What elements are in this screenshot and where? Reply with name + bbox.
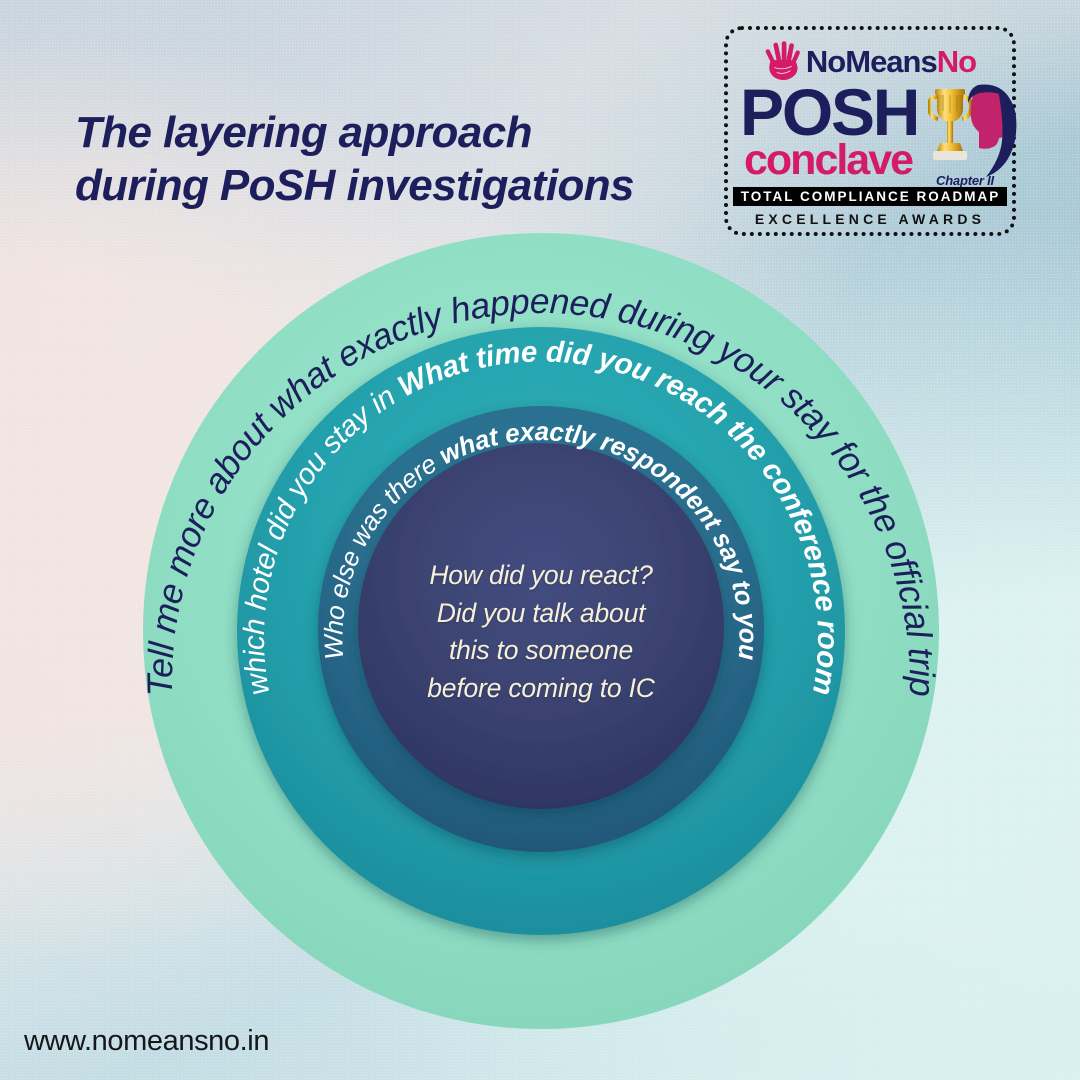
ring-center-shape: [358, 443, 724, 809]
center-line-4: before coming to IC: [427, 672, 655, 703]
center-question-block: How did you react? Did you talk about th…: [391, 557, 691, 708]
page-title-line-1: The layering approach: [75, 108, 532, 158]
center-line-3: this to someone: [448, 635, 634, 665]
posh-conclave-logo: NoMeansNo POSH: [724, 26, 1017, 236]
page-title: The layering approach during PoSH invest…: [75, 107, 735, 213]
logo-conclave-text: conclave: [744, 136, 914, 185]
logo-nomeansno-text: NoMeansNo: [805, 44, 977, 80]
logo-awards-text: EXCELLENCE AWARDS: [754, 211, 986, 227]
trophy-icon: [928, 89, 972, 161]
logo-name-part1: NoMeans: [805, 44, 938, 80]
hand-print-icon: [765, 40, 800, 80]
logo-roadmap-bar: TOTAL COMPLIANCE ROADMAP: [732, 186, 1008, 206]
center-line-1: How did you react?: [429, 559, 653, 590]
logo-chapter-text: Chapter II: [936, 173, 994, 189]
page-title-line-2: during PoSH investigations: [75, 161, 635, 211]
woman-face-silhouette-icon: [968, 85, 1017, 178]
logo-posh-text: POSH: [740, 75, 920, 150]
website-url[interactable]: www.nomeansno.in: [24, 1025, 270, 1057]
logo-name-part2: No: [936, 44, 977, 80]
logo-main-row: POSH: [738, 79, 1017, 189]
logo-brand-row: NoMeansNo: [738, 40, 1002, 83]
center-line-2: Did you talk about: [436, 597, 646, 628]
